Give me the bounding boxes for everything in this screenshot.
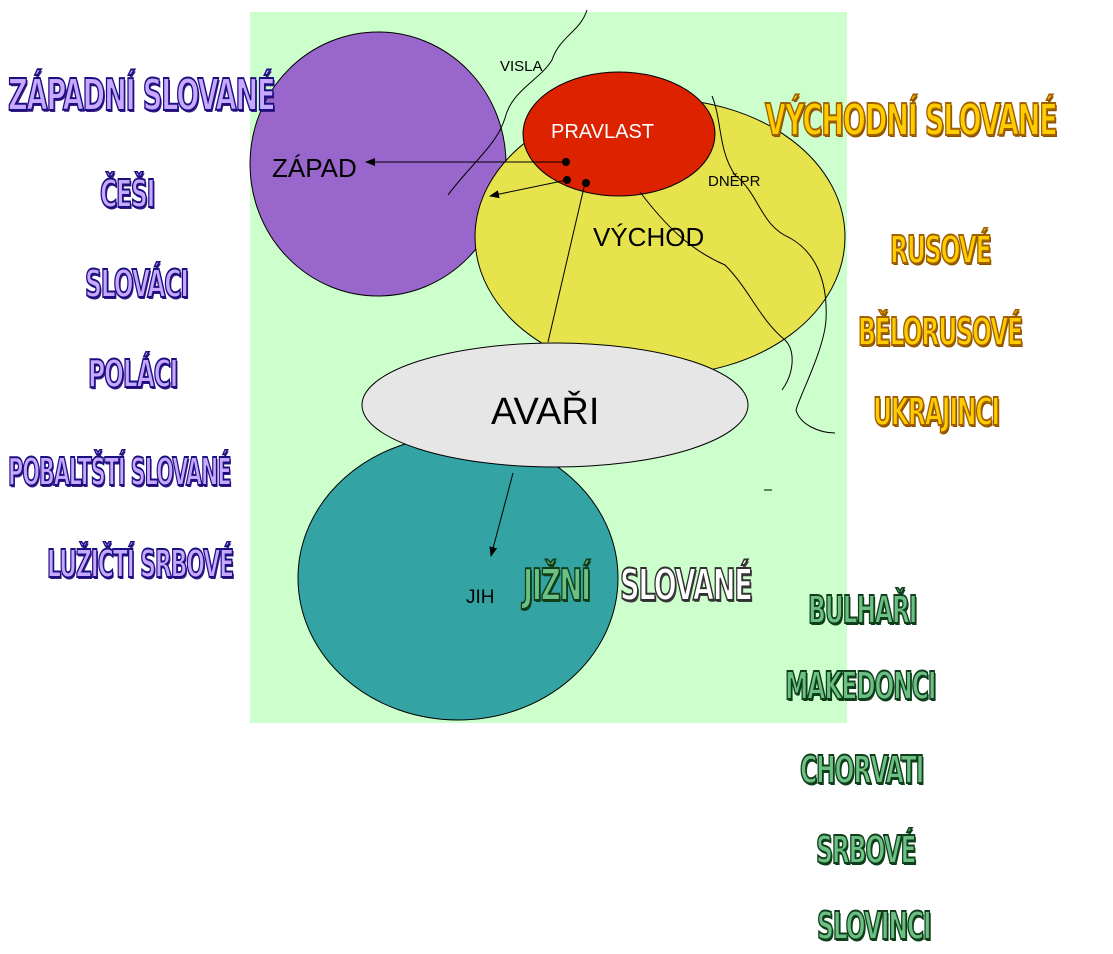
dnepr-river <box>711 95 836 434</box>
west-slavs-title: ZÁPADNÍ SLOVANÉ <box>7 69 276 122</box>
region-label-jih: JIH <box>466 587 495 608</box>
south-people-item: SLOVINCI <box>816 903 932 949</box>
region-label-pravlast: PRAVLAST <box>551 121 654 143</box>
south-people-item: MAKEDONCI <box>784 663 937 709</box>
arrow-to-east <box>489 179 568 199</box>
homeland-region <box>522 71 716 197</box>
east-people-item: BĚLORUSOVÉ <box>857 309 1023 355</box>
east-people-item: RUSOVÉ <box>889 227 992 273</box>
west-people-item: POLÁCI <box>87 351 179 397</box>
west-people-item: POBALTŠTÍ SLOVANÉ <box>7 449 232 495</box>
south-slavs-title-part2: SLOVANÉ <box>619 559 753 612</box>
origin-dot <box>562 158 570 166</box>
west-people-item: LUŽIČTÍ SRBOVÉ <box>46 541 234 587</box>
region-label-zapad: ZÁPAD <box>272 153 357 183</box>
east-slavs-title: VÝCHODNÍ SLOVANÉ <box>764 94 1058 147</box>
river-tributary <box>639 191 793 391</box>
origin-dot <box>563 176 571 184</box>
west-people-item: ČEŠI <box>99 171 156 217</box>
river-label-visla: VISLA <box>500 58 543 75</box>
south-people-item: SRBOVÉ <box>815 827 917 873</box>
region-label-vychod: VÝCHOD <box>593 222 704 252</box>
south-slavs-title-part1: JIŽNÍ <box>522 559 591 612</box>
south-people-item: BULHAŘI <box>807 587 918 633</box>
visla-river <box>447 9 588 196</box>
arrow-to-south <box>489 472 514 557</box>
avars-region <box>361 342 749 468</box>
origin-dot <box>582 179 590 187</box>
river-label-dnepr: DNĚPR <box>708 173 761 190</box>
east-people-item: UKRAJINCI <box>872 389 1000 435</box>
south-people-item: CHORVATI <box>799 747 925 793</box>
arrow-to-south <box>547 182 586 343</box>
region-label-avari: AVAŘI <box>491 390 599 433</box>
west-people-item: SLOVÁCI <box>84 261 189 307</box>
